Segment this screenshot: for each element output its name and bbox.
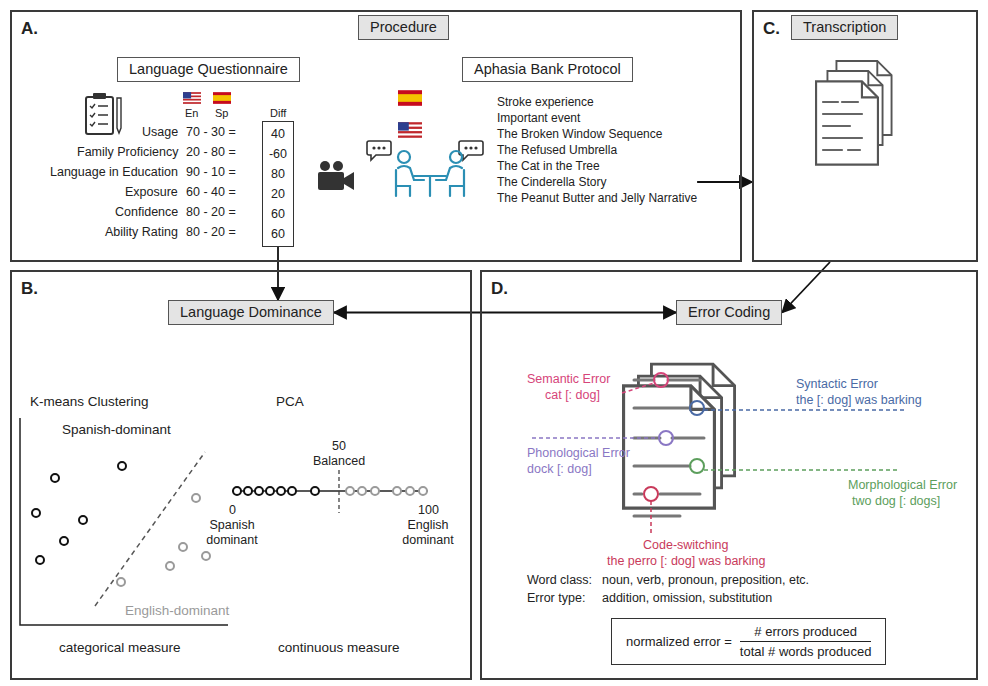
label: Semantic Error [527, 372, 610, 387]
label: Diff [270, 106, 286, 121]
difference-value: 40 [263, 124, 293, 144]
label: Spanish-dominant [62, 422, 171, 437]
panel-letter: A. [21, 19, 38, 39]
heading-text: Error Coding [688, 304, 770, 321]
label: Code-switching [643, 538, 728, 553]
panel: C. Transcription [752, 10, 978, 262]
connector-arrow [334, 312, 676, 314]
task-item: The Peanut Butter and Jelly Narrative [497, 190, 697, 206]
panel-letter: D. [491, 279, 508, 299]
panel: A. ProcedureLanguage Questionnaire Aphasia… [10, 10, 742, 262]
label: Exposure [125, 185, 178, 200]
label: 80 - 20 = [186, 205, 236, 220]
label: 50 [332, 439, 346, 454]
difference-value: 80 [263, 164, 293, 184]
label: PCA [276, 394, 304, 409]
numerator: # errors produced [754, 624, 857, 639]
section-heading: Error Coding [676, 300, 782, 325]
label: Phonological Error [527, 446, 630, 461]
label: Confidence [115, 205, 178, 220]
label: Morphological Error [848, 478, 957, 493]
label: addition, omission, substitution [602, 591, 772, 606]
label: Usage [142, 125, 178, 140]
label: 60 - 40 = [186, 185, 236, 200]
heading-text: Transcription [803, 19, 886, 36]
section-heading: Transcription [791, 15, 898, 40]
label: cat [: dog] [545, 388, 600, 403]
protocol-list: Aphasia Bank ProtocolStroke experienceIm… [462, 57, 697, 206]
label: Ability Rating [105, 225, 178, 240]
panel: B. Language Dominance [10, 270, 472, 680]
label: English-dominant [125, 603, 229, 618]
difference-value: 20 [263, 184, 293, 204]
label: Word class: [527, 573, 592, 588]
label: 70 - 30 = [186, 125, 236, 140]
label: noun, verb, pronoun, preposition, etc. [602, 573, 809, 588]
label: categorical measure [59, 640, 181, 655]
label: 20 - 80 = [186, 145, 236, 160]
formula-box: normalized error = # errors produced total… [611, 618, 886, 665]
task-item: Stroke experience [497, 94, 697, 110]
label: two dog [: dogs] [852, 494, 940, 509]
panel-letter: B. [21, 279, 38, 299]
task-item: The Refused Umbrella [497, 142, 697, 158]
label: Syntactic Error [796, 377, 878, 392]
label: the perro [: dog] was barking [607, 554, 765, 569]
label: 80 - 20 = [186, 225, 236, 240]
label: Language in Education [50, 165, 178, 180]
formula-text: normalized error = [626, 634, 732, 649]
label: 100 [418, 503, 439, 518]
fraction: # errors produced total # words produced [740, 624, 872, 659]
task-item: The Cinderella Story [497, 174, 697, 190]
label: Sp [215, 106, 228, 121]
heading-text: Language Questionnaire [129, 61, 288, 78]
heading-text: Aphasia Bank Protocol [462, 57, 633, 82]
label: Family Proficiency [77, 145, 178, 160]
fraction-bar [740, 641, 872, 642]
task-item: The Broken Window Sequence [497, 126, 697, 142]
label: dock [: dog] [527, 462, 592, 477]
subsection-heading: Language Questionnaire [117, 57, 300, 82]
task-item: The Cat in the Tree [497, 158, 697, 174]
panel-letter: C. [763, 19, 780, 39]
denominator: total # words produced [740, 644, 872, 659]
label: the [: dog] was barking [796, 393, 922, 408]
section-heading: Procedure [358, 15, 449, 40]
connector-arrow [697, 181, 752, 183]
section-heading: Language Dominance [168, 300, 334, 325]
label: 0 [229, 503, 236, 518]
heading-text: Language Dominance [180, 304, 322, 321]
difference-column: 40-6080206060 [262, 121, 294, 247]
connector-arrow [277, 247, 279, 300]
task-item: Important event [497, 110, 697, 126]
heading-text: Procedure [370, 19, 437, 36]
difference-value: -60 [263, 144, 293, 164]
label: Error type: [527, 591, 585, 606]
difference-value: 60 [263, 224, 293, 244]
label: En [185, 106, 198, 121]
label: K-means Clustering [30, 394, 149, 409]
difference-value: 60 [263, 204, 293, 224]
label: English dominant [399, 518, 457, 548]
label: 90 - 10 = [186, 165, 236, 180]
label: continuous measure [278, 640, 400, 655]
label: Spanish dominant [203, 518, 261, 548]
label: Balanced [313, 454, 365, 469]
